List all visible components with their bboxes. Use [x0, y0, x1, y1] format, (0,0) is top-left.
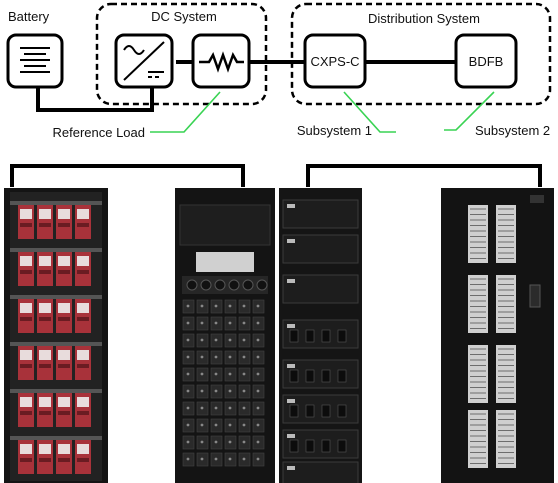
- distribution-system-group: [290, 2, 552, 106]
- subsystem2-callout: [444, 91, 495, 131]
- subsystem1-callout: [343, 91, 396, 133]
- reference-load-label: Reference Load: [52, 125, 145, 140]
- battery-reference-wire: [36, 86, 154, 112]
- dc-system-label: DC System: [151, 9, 217, 24]
- distribution-system-label: Distribution System: [368, 11, 480, 26]
- rectifier-icon: [114, 33, 174, 89]
- battery-cabinet-image: [4, 188, 108, 483]
- distribution-bracket: [306, 164, 542, 187]
- resistor-icon: [191, 33, 251, 89]
- cxps-label: CXPS-C: [310, 54, 359, 69]
- reference-load-callout: [150, 91, 221, 133]
- bdfb-cabinet-image: [441, 188, 554, 483]
- bdfb-label: BDFB: [469, 54, 504, 69]
- cxps-box: CXPS-C: [303, 33, 367, 89]
- dc-bracket: [10, 164, 245, 187]
- cxps-cabinet-image: [279, 188, 362, 483]
- dc-system-group: [95, 2, 268, 106]
- battery-label: Battery: [8, 9, 50, 24]
- dc-plant-cabinet-image: [175, 188, 275, 483]
- bdfb-box: BDFB: [454, 33, 518, 89]
- subsystem1-label: Subsystem 1: [297, 123, 372, 138]
- subsystem2-label: Subsystem 2: [475, 123, 550, 138]
- battery-icon: [6, 33, 64, 89]
